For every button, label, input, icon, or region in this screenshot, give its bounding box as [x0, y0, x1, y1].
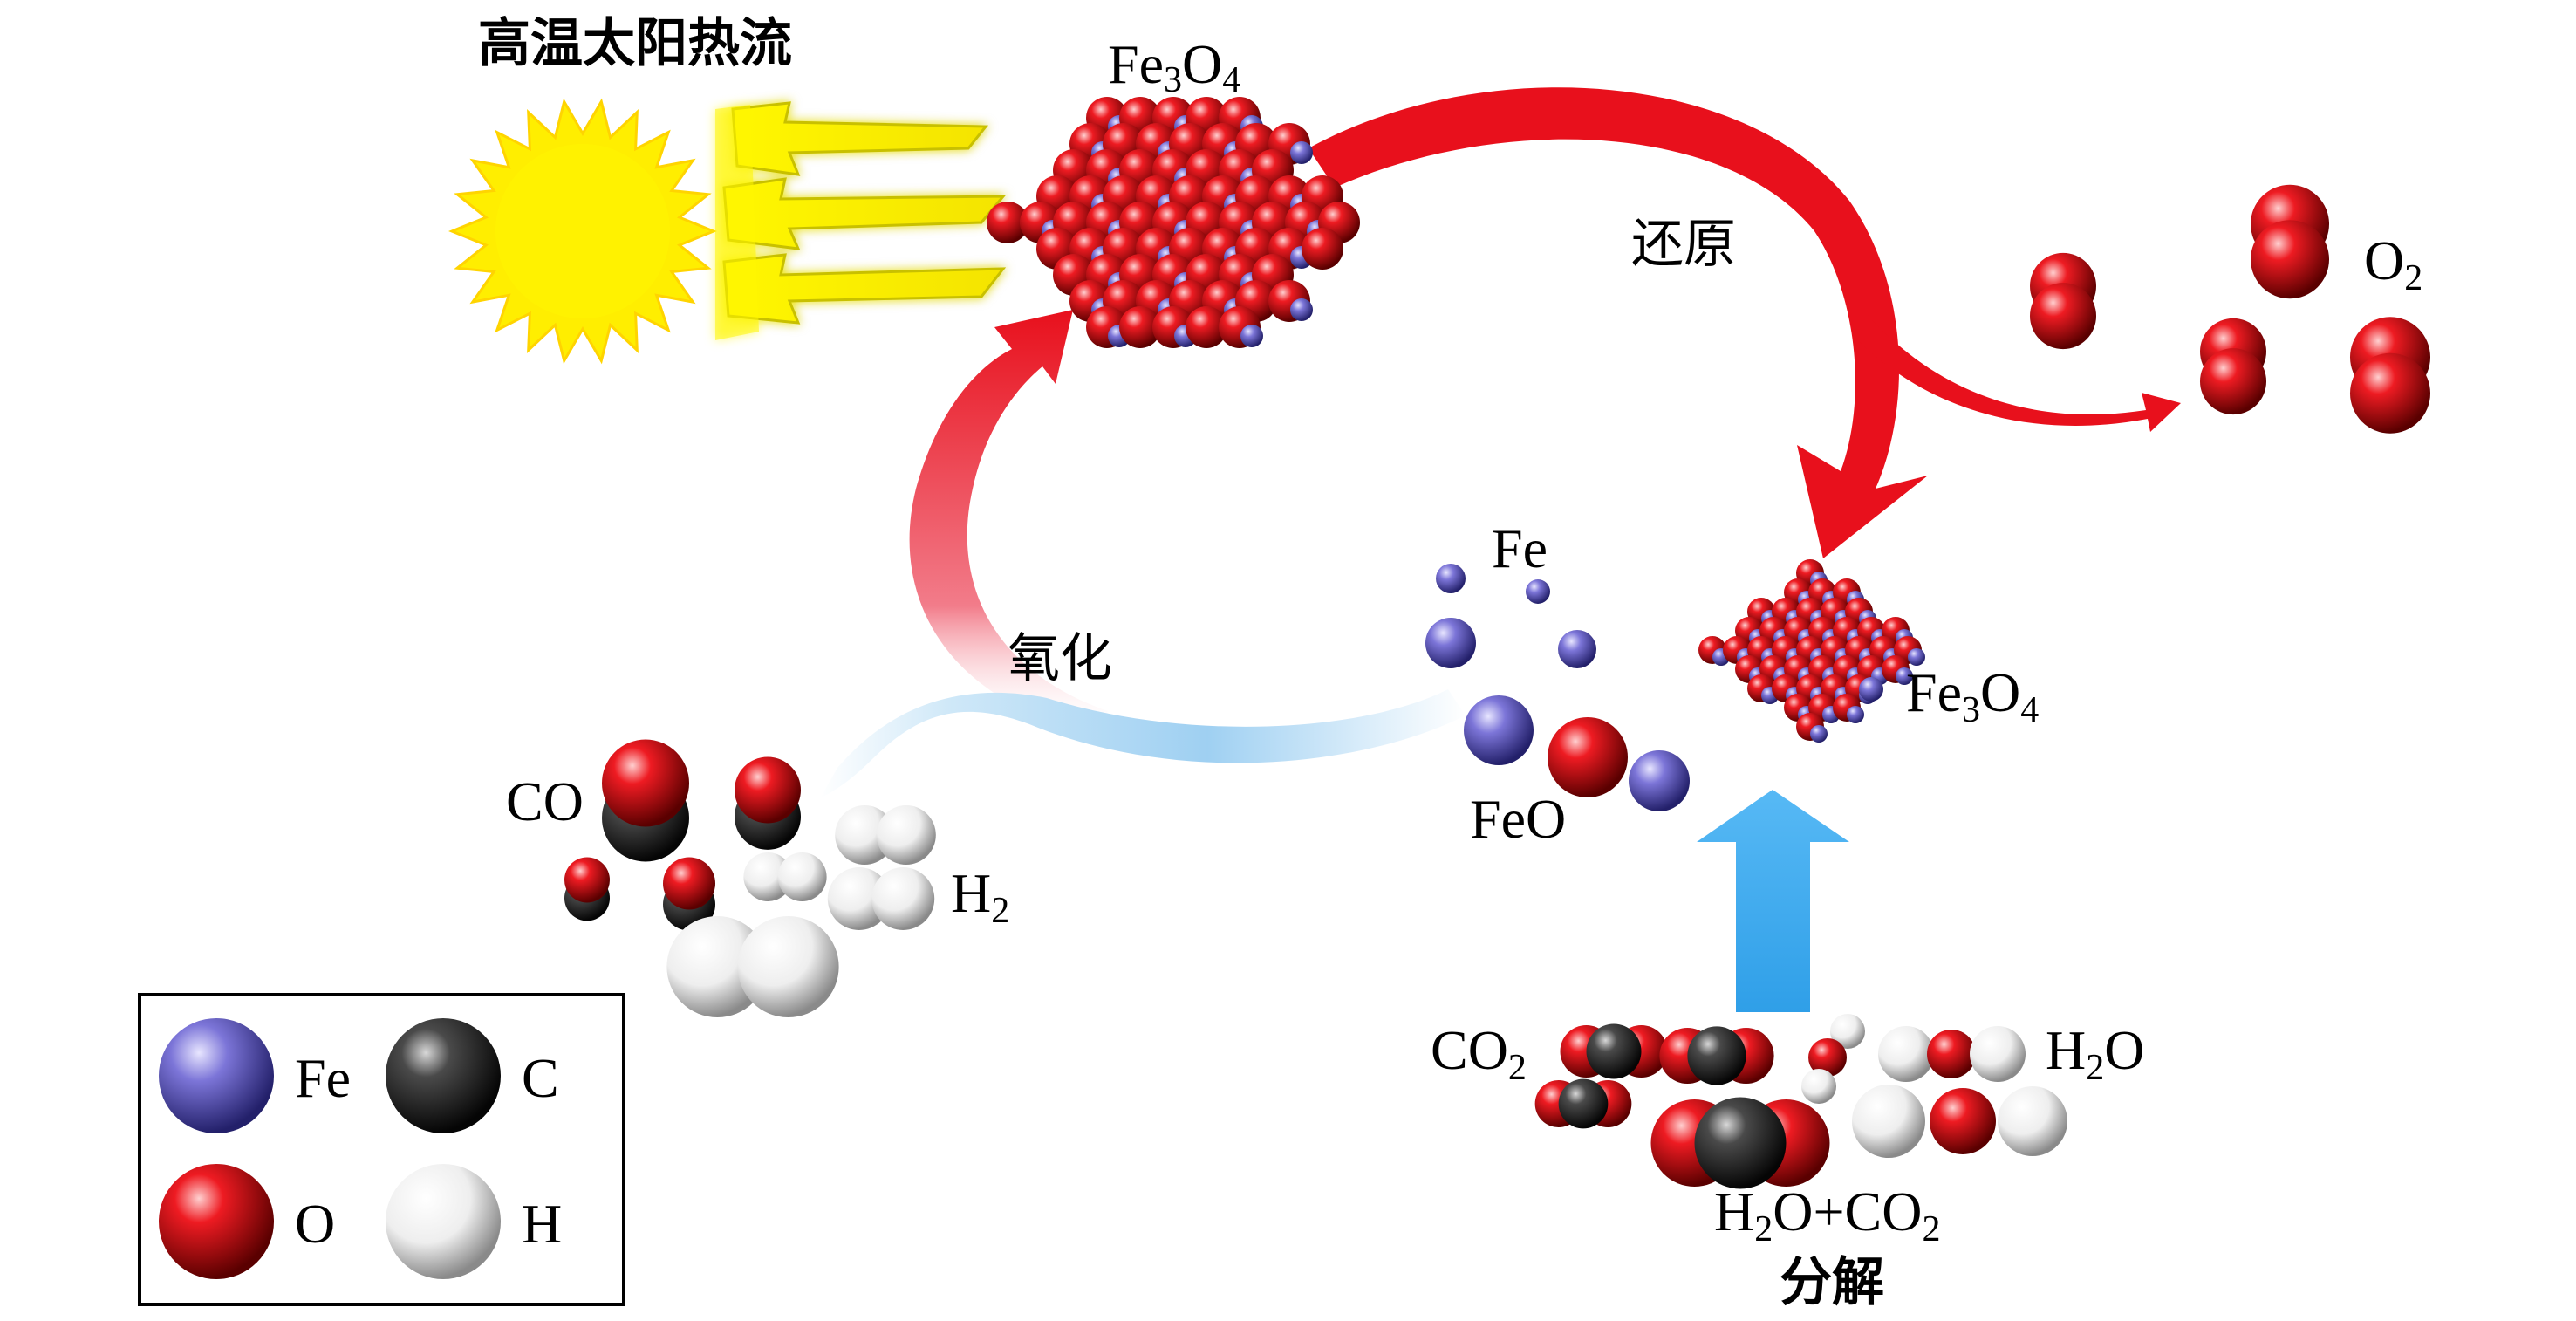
- feo-label: FeO: [1470, 788, 1566, 850]
- legend-h-label: H: [522, 1193, 562, 1255]
- fe-atom: [1290, 141, 1313, 164]
- legend: Fe C O H: [138, 993, 625, 1306]
- oxidation-arrow: [909, 310, 1108, 733]
- h-atom: [743, 852, 793, 901]
- c-atom: [1694, 1097, 1787, 1189]
- fe-atom: [1526, 579, 1550, 604]
- o-atom: [1930, 1088, 1996, 1154]
- o2-label: O2: [2364, 229, 2422, 298]
- co2-label: CO2: [1431, 1019, 1527, 1088]
- h-atom: [737, 916, 839, 1017]
- o-atom: [2251, 220, 2329, 299]
- o-atom: [602, 739, 689, 827]
- o-atom: [1808, 1038, 1847, 1077]
- fe-atom: [1810, 725, 1828, 743]
- legend-c-icon: [386, 1018, 501, 1133]
- fe-atom: [1629, 750, 1690, 811]
- o-atom: [564, 857, 610, 903]
- legend-o-label: O: [295, 1193, 335, 1255]
- o2-molecules: [2030, 184, 2430, 434]
- fe3o4-top-label: Fe3O4: [1108, 33, 1240, 100]
- fe-atom: [1908, 648, 1925, 666]
- h-atom: [1878, 1026, 1934, 1082]
- co-label: CO: [506, 770, 584, 832]
- h-atom: [827, 867, 891, 930]
- solar-flux-label: 高温太阳热流: [478, 13, 792, 74]
- sun-core: [495, 144, 670, 318]
- c-atom: [1586, 1023, 1642, 1079]
- h-atom: [1852, 1085, 1925, 1158]
- legend-o-icon: [159, 1164, 274, 1279]
- legend-c-label: C: [522, 1047, 559, 1109]
- legend-h-icon: [386, 1164, 501, 1279]
- c-atom: [1558, 1078, 1609, 1129]
- o-atom: [2030, 283, 2096, 350]
- co2-molecules: [1534, 1023, 1830, 1189]
- legend-fe-label: Fe: [295, 1047, 351, 1109]
- decompose-label: 分解: [1780, 1252, 1884, 1313]
- o-atom: [1186, 306, 1227, 348]
- fe-atom: [1859, 677, 1883, 702]
- h2-label: H2: [951, 862, 1009, 931]
- reduction-arrow: [1308, 87, 2181, 558]
- o-atom: [1119, 306, 1161, 348]
- co-molecules: [564, 739, 801, 931]
- h-atom: [876, 805, 936, 865]
- h-atom: [777, 852, 827, 901]
- o-atom: [735, 756, 801, 824]
- fe3o4-right-label: Fe3O4: [1906, 661, 2039, 730]
- feo-molecule: [1464, 695, 1690, 811]
- h2-molecules: [666, 805, 936, 1017]
- o-atom: [987, 202, 1028, 243]
- fe3o4-cluster-top: [987, 97, 1360, 348]
- c-atom: [1687, 1026, 1746, 1085]
- o-atom: [2200, 348, 2266, 415]
- h2o-label: H2O: [2046, 1019, 2144, 1088]
- o-atom: [1927, 1030, 1976, 1078]
- o-atom: [1548, 717, 1628, 797]
- h-atom: [871, 867, 935, 930]
- fe-atom: [1847, 706, 1864, 723]
- fe-atom: [1896, 667, 1913, 685]
- fe-atom: [1290, 298, 1313, 321]
- h-atom: [835, 805, 895, 865]
- fe3o4-cluster-right: [1698, 559, 1925, 743]
- oxidation-label: 氧化: [1008, 628, 1112, 689]
- fe-atom: [1436, 564, 1466, 593]
- fe-atom: [1240, 325, 1263, 347]
- h2o-co2-label: H2O+CO2: [1714, 1181, 1940, 1249]
- h2o-molecules: [1801, 1014, 2067, 1158]
- fe-atoms: [1425, 564, 1596, 668]
- reduction-label: 还原: [1631, 214, 1736, 275]
- solar-flux-bolts: [715, 101, 1007, 340]
- legend-fe-icon: [159, 1018, 274, 1133]
- fe-atom: [1425, 618, 1476, 668]
- o-atom: [1302, 228, 1343, 270]
- h-atom: [1801, 1069, 1836, 1104]
- decomposition-arrow: [1697, 790, 1849, 1012]
- h-atom: [1970, 1026, 2026, 1082]
- sun-icon: [448, 98, 717, 365]
- oxidation-return-arc: [820, 689, 1466, 798]
- h-atom: [666, 916, 769, 1017]
- o-atom: [2350, 352, 2430, 434]
- fe-atom: [1558, 630, 1596, 668]
- h-atom: [1998, 1086, 2067, 1156]
- fe-label: Fe: [1492, 517, 1548, 579]
- o-atom: [663, 857, 715, 910]
- h-atom: [1830, 1014, 1865, 1049]
- fe-atom: [1464, 695, 1534, 765]
